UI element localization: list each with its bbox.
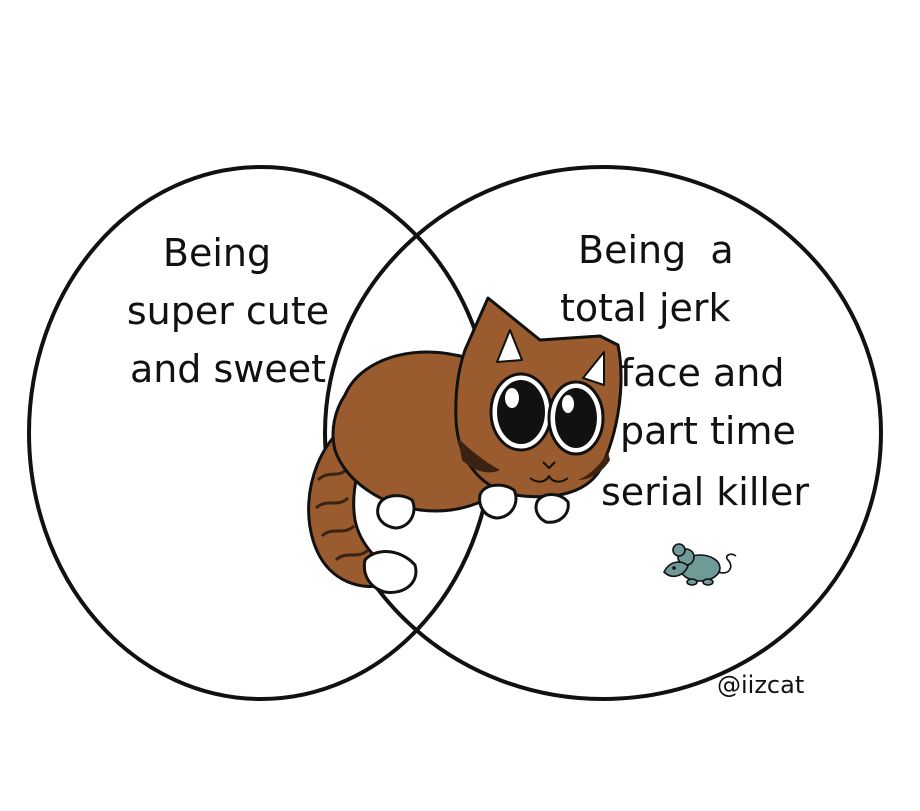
cat-paw-left xyxy=(376,494,416,530)
left-set-line: and sweet xyxy=(129,347,327,391)
right-circle xyxy=(323,165,883,701)
artist-credit: @iizcat xyxy=(717,671,805,699)
right-set-line: serial killer xyxy=(601,470,809,514)
mouse-icon xyxy=(663,543,737,586)
right-set-line: total jerk xyxy=(560,286,731,330)
right-set-label-top: Being a total jerk xyxy=(560,221,734,337)
left-set-line: super cute xyxy=(126,289,330,333)
cat-paw-right xyxy=(534,493,570,524)
cat-icon xyxy=(307,296,623,594)
right-set-line: Being a xyxy=(578,228,734,272)
right-set-line: part time xyxy=(620,409,796,453)
cat-tail-tip xyxy=(362,550,418,594)
right-set-label-bottom: face and part time xyxy=(620,344,796,460)
left-set-label: Being super cute and sweet xyxy=(98,224,358,398)
left-set-line: Being xyxy=(162,231,272,275)
cat-paw-mid xyxy=(478,483,518,520)
right-set-line: face and xyxy=(620,351,785,395)
right-set-label-tail: serial killer xyxy=(601,463,809,521)
